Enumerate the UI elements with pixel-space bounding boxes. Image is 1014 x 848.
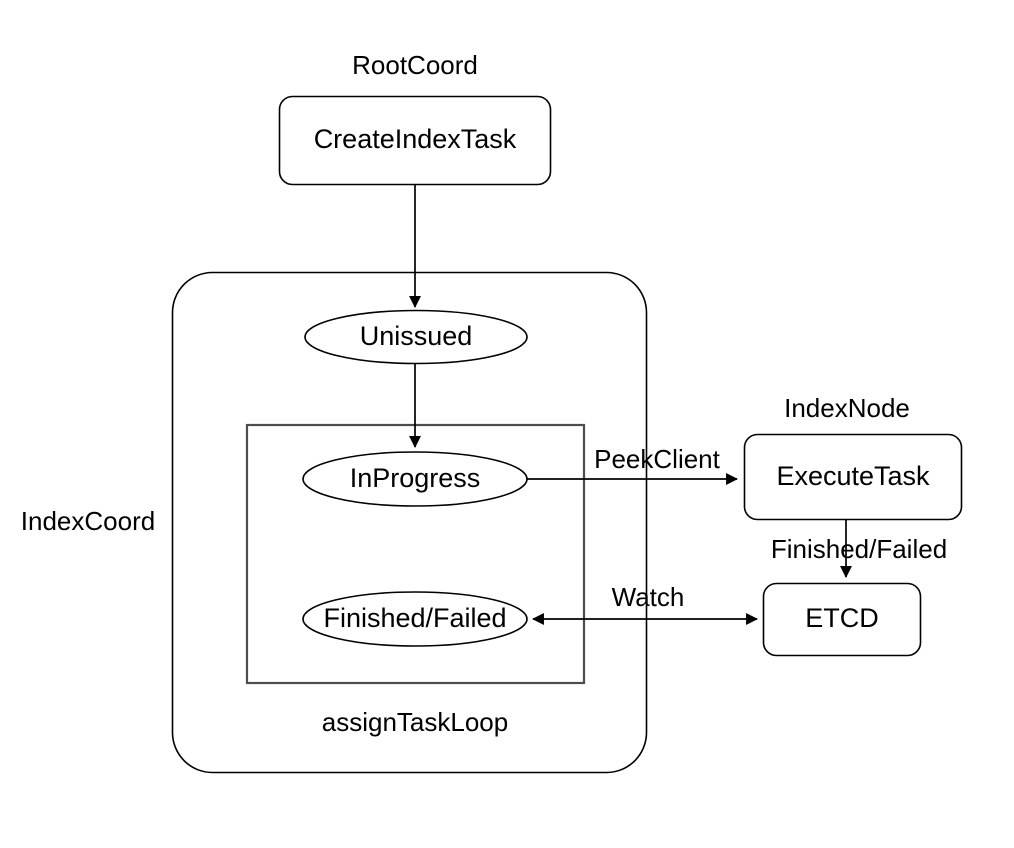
group-container-index-coord bbox=[171, 271, 648, 774]
group-label-index-node: IndexNode bbox=[784, 393, 910, 423]
node-finished-failed[interactable] bbox=[302, 591, 528, 647]
node-unissued[interactable] bbox=[304, 309, 528, 365]
node-label-in-progress: InProgress bbox=[350, 463, 481, 493]
group-label-index-coord: IndexCoord bbox=[21, 506, 155, 536]
node-label-create-index-task: CreateIndexTask bbox=[314, 124, 517, 154]
node-etcd[interactable] bbox=[762, 582, 922, 657]
group-label-assign-task-loop: assignTaskLoop bbox=[322, 707, 508, 737]
node-create-index-task[interactable] bbox=[278, 95, 552, 186]
node-in-progress[interactable] bbox=[302, 451, 528, 507]
node-label-finished-failed: Finished/Failed bbox=[323, 603, 506, 633]
node-label-etcd: ETCD bbox=[805, 603, 879, 633]
edge-label-watch: Watch bbox=[612, 582, 685, 612]
node-execute-task[interactable] bbox=[743, 433, 963, 521]
node-label-unissued: Unissued bbox=[360, 321, 473, 351]
group-label-root-coord: RootCoord bbox=[352, 50, 478, 80]
edge-label-peek-client: PeekClient bbox=[594, 444, 721, 474]
node-label-execute-task: ExecuteTask bbox=[776, 461, 930, 491]
edge-label-finished-failed: Finished/Failed bbox=[771, 534, 947, 564]
